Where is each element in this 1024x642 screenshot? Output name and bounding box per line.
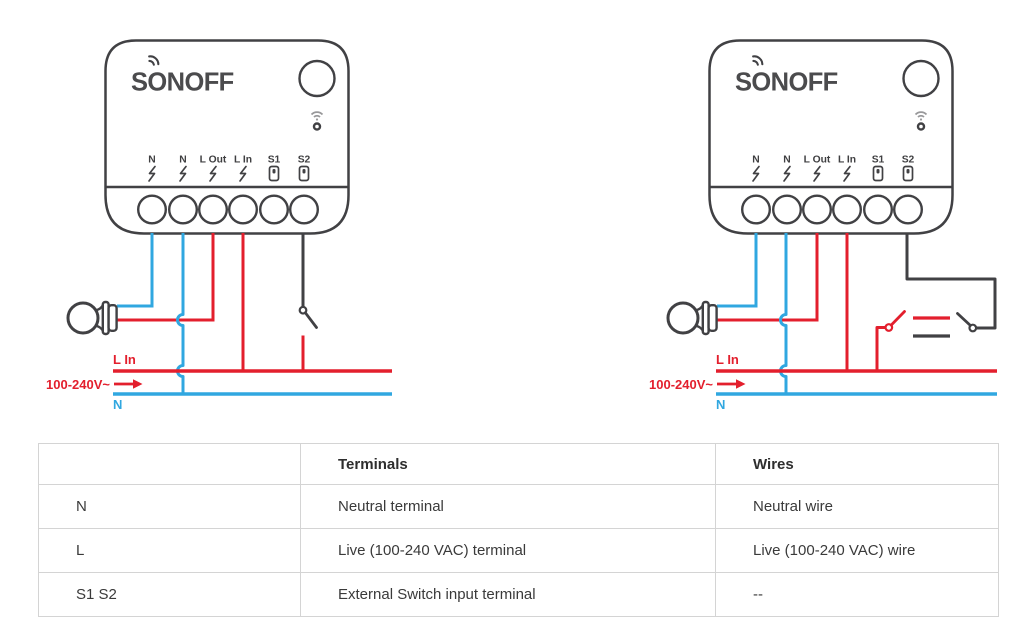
pairing-button bbox=[902, 59, 940, 98]
live-out-wire-to-bulb bbox=[717, 233, 819, 322]
neutral-wire-to-main bbox=[176, 233, 185, 393]
header-wires: Wires bbox=[715, 443, 999, 485]
terminal-label-lin: L In bbox=[234, 155, 252, 166]
switch-pivot-red bbox=[884, 323, 894, 332]
light-bulb bbox=[66, 300, 118, 336]
right-wiring: L In 100-240V~ N bbox=[649, 233, 997, 412]
neutral-wire-to-bulb bbox=[717, 233, 758, 308]
header-empty bbox=[38, 443, 301, 485]
led-indicator bbox=[312, 122, 322, 131]
switch-rocker-dot bbox=[302, 169, 306, 174]
supply-labels: L In 100-240V~ N bbox=[649, 352, 746, 412]
left-wiring: L In 100-240V~ N bbox=[46, 233, 392, 412]
lightning-icon bbox=[179, 165, 187, 182]
wifi-icon bbox=[310, 111, 324, 121]
lightning-icon bbox=[752, 165, 760, 182]
device-body bbox=[104, 39, 350, 235]
switch-rocker-icon bbox=[902, 165, 914, 182]
switch-lever-red bbox=[889, 310, 906, 327]
row-label: S1 S2 bbox=[38, 572, 301, 617]
bulb-socket-cap bbox=[707, 304, 718, 333]
switch-rocker-icon bbox=[268, 165, 280, 182]
lightning-icon bbox=[783, 165, 791, 182]
terminal-label-n1: N bbox=[752, 155, 759, 166]
terminal-label-s1: S1 bbox=[872, 155, 885, 166]
led-indicator bbox=[916, 122, 926, 131]
wire-cell: -- bbox=[715, 572, 999, 617]
neutral-label: N bbox=[716, 397, 725, 412]
pairing-button bbox=[298, 59, 336, 98]
terminal-label-n1: N bbox=[148, 155, 155, 166]
supply-arrow-head bbox=[133, 379, 143, 389]
wifi-icon bbox=[914, 111, 928, 121]
table-row-l: L Live (100-240 VAC) terminal Live (100-… bbox=[38, 528, 999, 573]
lightning-icon bbox=[148, 165, 156, 182]
device-body bbox=[708, 39, 954, 235]
supply-arrow-head bbox=[736, 379, 746, 389]
right-device: SONOFF N N L Out L In S1 S2 bbox=[708, 39, 954, 235]
row-label: L bbox=[38, 528, 301, 573]
sonoff-logo: SONOFF bbox=[131, 69, 234, 97]
wire-cell: Live (100-240 VAC) wire bbox=[715, 528, 999, 573]
light-bulb bbox=[666, 300, 718, 336]
terminal-label-n2: N bbox=[783, 155, 790, 166]
switch-rocker-dot bbox=[272, 169, 276, 174]
terminal-cell: External Switch input terminal bbox=[300, 572, 716, 617]
l-in-label: L In bbox=[113, 352, 136, 367]
terminal-cell: Live (100-240 VAC) terminal bbox=[300, 528, 716, 573]
switch-rocker-icon bbox=[298, 165, 310, 182]
supply-labels: L In 100-240V~ N bbox=[46, 352, 143, 412]
switch-rocker-dot bbox=[906, 169, 910, 174]
switch-rocker-icon bbox=[872, 165, 884, 182]
s2-switch-wire bbox=[905, 233, 997, 330]
terminal-label-n2: N bbox=[179, 155, 186, 166]
voltage-label: 100-240V~ bbox=[649, 377, 713, 392]
left-device: SONOFF N N L Out L In S1 S2 bbox=[104, 39, 350, 235]
neutral-label: N bbox=[113, 397, 122, 412]
lightning-icon bbox=[209, 165, 217, 182]
bulb-glass bbox=[666, 301, 700, 335]
neutral-wire-to-bulb bbox=[117, 233, 154, 308]
terminal-spec-table: Terminals Wires N Neutral terminal Neutr… bbox=[38, 443, 999, 617]
terminal-label-s1: S1 bbox=[268, 155, 281, 166]
lightning-icon bbox=[813, 165, 821, 182]
terminal-icons bbox=[148, 165, 310, 182]
terminal-label-s2: S2 bbox=[298, 155, 311, 166]
terminal-labels: N N L Out L In S1 S2 bbox=[752, 155, 914, 166]
switch-lever-dark bbox=[956, 312, 972, 327]
lightning-icon bbox=[843, 165, 851, 182]
terminal-label-lout: L Out bbox=[804, 155, 831, 166]
terminal-labels: N N L Out L In S1 S2 bbox=[148, 155, 310, 166]
table-row-s1s2: S1 S2 External Switch input terminal -- bbox=[38, 572, 999, 617]
wire-cell: Neutral wire bbox=[715, 484, 999, 529]
switch-live-feed bbox=[875, 326, 886, 370]
terminal-icons bbox=[752, 165, 914, 182]
terminal-label-lin: L In bbox=[838, 155, 856, 166]
table-header-row: Terminals Wires bbox=[38, 443, 999, 485]
bulb-glass bbox=[66, 301, 100, 335]
l-in-label: L In bbox=[716, 352, 739, 367]
table-row-n: N Neutral terminal Neutral wire bbox=[38, 484, 999, 529]
switch-lever bbox=[303, 311, 318, 329]
logo-signal-icon bbox=[752, 55, 764, 66]
neutral-wire-to-main bbox=[779, 233, 788, 393]
terminal-label-s2: S2 bbox=[902, 155, 915, 166]
row-label: N bbox=[38, 484, 301, 529]
switch-rocker-dot bbox=[876, 169, 880, 174]
terminal-cell: Neutral terminal bbox=[300, 484, 716, 529]
sonoff-logo: SONOFF bbox=[735, 69, 838, 97]
terminal-holes bbox=[136, 194, 320, 225]
logo-signal-icon bbox=[148, 55, 160, 66]
header-terminals: Terminals bbox=[300, 443, 716, 485]
terminal-label-lout: L Out bbox=[200, 155, 227, 166]
bulb-socket-cap bbox=[107, 304, 118, 333]
terminal-holes bbox=[740, 194, 924, 225]
lightning-icon bbox=[239, 165, 247, 182]
voltage-label: 100-240V~ bbox=[46, 377, 110, 392]
wiring-diagrams: SONOFF N N L Out L In S1 S2 bbox=[46, 39, 997, 412]
live-out-wire-to-bulb bbox=[117, 233, 215, 322]
